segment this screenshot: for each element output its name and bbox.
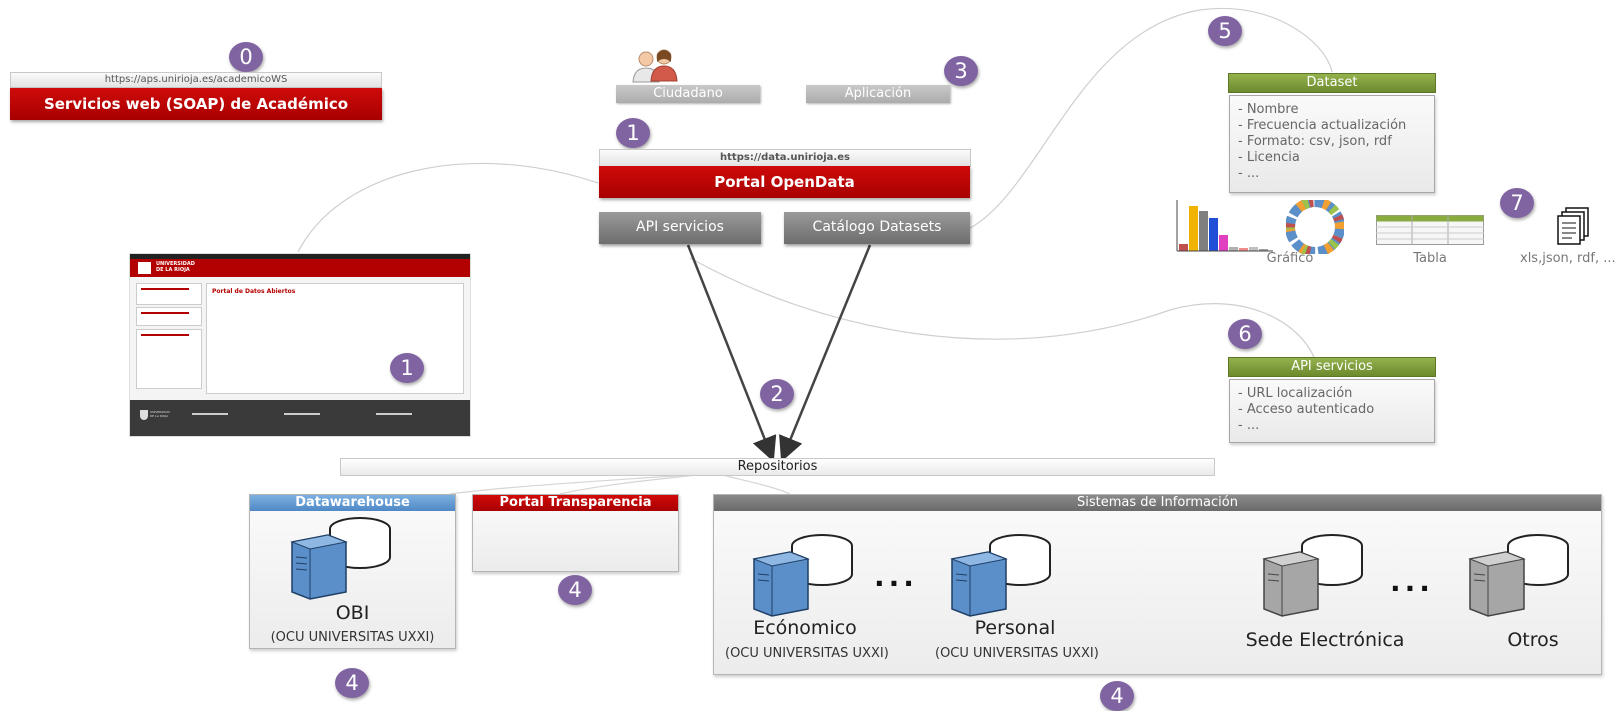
curve-repo-to-dw	[449, 472, 716, 495]
site-footer: UNIVERSIDAD DE LA RIOJA	[130, 400, 470, 436]
api-box-details: - URL localización - Acceso autenticado …	[1229, 379, 1435, 443]
site-menu-box-3	[136, 329, 202, 389]
thumb-bar	[1199, 211, 1208, 251]
site-menu-box-1	[136, 283, 202, 305]
catalogo-datasets-button[interactable]: Catálogo Datasets	[784, 212, 970, 244]
formats-caption: xls,json, rdf, ...	[1520, 251, 1616, 266]
api-item-url: - URL localización	[1238, 386, 1353, 401]
personal-server-icon	[950, 534, 1051, 617]
step-badge-7: 7	[1500, 188, 1534, 218]
aplicacion-button[interactable]: Aplicación	[806, 85, 950, 103]
site-footer-logo-text: UNIVERSIDAD DE LA RIOJA	[150, 410, 170, 418]
portal-url[interactable]: https://data.unirioja.es	[599, 149, 971, 167]
dataset-item-formato: - Formato: csv, json, rdf	[1238, 134, 1392, 149]
arrow-catalog-to-repos	[779, 244, 872, 462]
tabla-caption: Tabla	[1413, 251, 1447, 266]
curve-repo-to-pt	[559, 472, 716, 495]
arrow-api-to-repos	[686, 244, 777, 462]
api-item-acceso: - Acceso autenticado	[1238, 402, 1375, 417]
curve-catalog-to-dataset	[969, 8, 1333, 229]
academico-url[interactable]: https://aps.unirioja.es/academicoWS	[10, 72, 382, 88]
personal-sub: (OCU UNIVERSITAS UXXI)	[935, 646, 1099, 661]
datawarehouse-header: Datawarehouse	[250, 495, 455, 511]
thumb-bar	[1249, 247, 1258, 251]
site-content-area: Portal de Datos Abiertos	[206, 283, 464, 394]
dataset-item-licencia: - Licencia	[1238, 150, 1300, 165]
otros-server-icon	[1468, 534, 1569, 617]
transparencia-header: Portal Transparencia	[473, 495, 678, 511]
step-badge-1-portal: 1	[616, 118, 650, 148]
economico-server-icon	[752, 534, 853, 617]
site-footer-link-2	[284, 413, 320, 415]
site-logo-icon	[138, 262, 151, 274]
step-badge-2: 2	[760, 379, 794, 409]
site-footer-link-3	[376, 413, 412, 415]
site-footer-logo	[140, 410, 148, 420]
step-badge-4-sistemas: 4	[1100, 681, 1134, 711]
thumb-bar	[1259, 249, 1268, 251]
academico-service-title: Servicios web (SOAP) de Académico	[10, 88, 382, 120]
economico-name: Ecónomico	[753, 617, 857, 639]
transparencia-panel: Portal Transparencia	[472, 494, 679, 572]
step-badge-5: 5	[1208, 16, 1242, 46]
obi-name: OBI	[335, 602, 370, 624]
users-icon	[632, 49, 678, 83]
sistemas-panel: Sistemas de Información	[713, 494, 1602, 675]
site-logo-line1: UNIVERSIDAD	[156, 261, 195, 267]
api-item-more: - ...	[1238, 418, 1260, 433]
thumb-bar	[1209, 218, 1218, 251]
thumb-bar	[1229, 247, 1238, 251]
obi-sub: (OCU UNIVERSITAS UXXI)	[270, 630, 435, 645]
thumb-bar	[1219, 235, 1228, 251]
thumb-bar	[1189, 206, 1198, 251]
thumb-bar	[1239, 248, 1248, 251]
site-logo-line2: DE LA RIOJA	[156, 267, 190, 273]
bar-chart-icon	[1176, 200, 1273, 252]
portal-site-thumbnail: UNIVERSIDAD DE LA RIOJA Portal de Datos …	[129, 253, 471, 437]
curve-api-to-api-box	[689, 257, 1316, 361]
dataset-item-frecuencia: - Frecuencia actualización	[1238, 118, 1407, 133]
dataset-item-nombre: - Nombre	[1238, 102, 1299, 117]
repositorios-bar: Repositorios	[340, 458, 1215, 476]
dataset-details: - Nombre - Frecuencia actualización - Fo…	[1229, 95, 1435, 193]
api-servicios-button[interactable]: API servicios	[599, 212, 761, 244]
ciudadano-button[interactable]: Ciudadano	[616, 85, 760, 103]
grafico-caption: Gráfico	[1266, 251, 1314, 266]
otros-name: Otros	[1507, 629, 1559, 651]
personal-name: Personal	[974, 617, 1056, 639]
documents-icon	[1557, 207, 1589, 245]
ellipsis-1: ...	[874, 560, 918, 593]
sede-electronica-name: Sede Electrónica	[1245, 629, 1405, 651]
api-box-header: API servicios	[1228, 357, 1436, 377]
site-red-banner: UNIVERSIDAD DE LA RIOJA	[130, 259, 470, 277]
step-badge-1-site: 1	[390, 353, 424, 383]
table-icon	[1376, 215, 1484, 245]
curve-portal-to-site	[297, 162, 599, 253]
site-menu-box-2	[136, 307, 202, 326]
step-badge-0: 0	[229, 42, 263, 72]
site-page-heading: Portal de Datos Abiertos	[212, 288, 296, 295]
sede-server-icon	[1262, 534, 1363, 617]
economico-sub: (OCU UNIVERSITAS UXXI)	[725, 646, 889, 661]
sistemas-header: Sistemas de Información	[714, 495, 1601, 511]
site-footer-link-1	[192, 413, 228, 415]
thumb-bar	[1179, 244, 1188, 251]
sunburst-chart-icon	[1286, 200, 1344, 254]
dataset-item-more: - ...	[1238, 166, 1260, 181]
portal-opendata-title: Portal OpenData	[599, 166, 970, 198]
step-badge-6: 6	[1228, 319, 1262, 349]
step-badge-4-datawarehouse: 4	[335, 668, 369, 698]
curve-repo-to-si	[714, 472, 791, 495]
step-badge-3: 3	[944, 56, 978, 86]
ellipsis-2: ...	[1390, 565, 1434, 598]
step-badge-4-transparencia: 4	[558, 575, 592, 605]
obi-server-icon	[290, 517, 391, 600]
site-header	[130, 254, 470, 259]
dataset-header: Dataset	[1228, 73, 1436, 93]
